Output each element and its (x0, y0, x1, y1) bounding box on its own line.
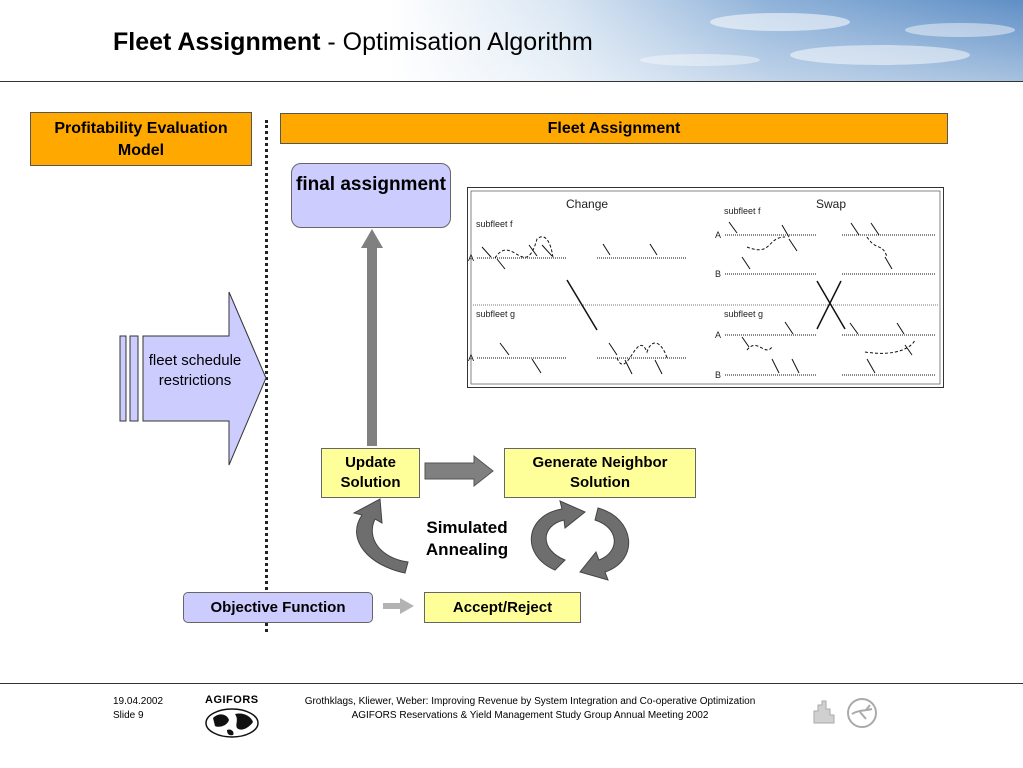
fleet-assignment-label: Fleet Assignment (547, 120, 681, 137)
footer-slide-number: Slide 9 (113, 710, 144, 721)
dotted-separator (265, 120, 268, 632)
sponsor-logo-icon (813, 700, 835, 724)
label-a-swap-f: A (715, 230, 721, 240)
slide-title-bold: Fleet Assignment (113, 28, 321, 56)
globe-logo-icon (205, 708, 259, 738)
label-a-swap-g: A (715, 330, 721, 340)
subfleet-g-label-right: subfleet g (724, 309, 763, 319)
slide-title-rest: - Optimisation Algorithm (320, 28, 593, 56)
update-solution-label: Update Solution (340, 454, 401, 491)
footer-date: 19.04.2002 (113, 696, 164, 707)
footer-citation: Grothklags, Kliewer, Weber: Improving Re… (304, 696, 756, 707)
simulated-annealing-label: Simulated Annealing (425, 518, 509, 559)
final-assignment-box: final assignment (291, 163, 451, 228)
label-a-change-f: A (468, 253, 474, 263)
objective-function-box: Objective Function (183, 592, 373, 623)
up-arrow (361, 229, 383, 446)
fleet-schedule-arrow (119, 291, 267, 466)
cycle-arrow-right-top (530, 500, 586, 571)
footer-divider (0, 683, 1023, 684)
agifors-logo-text: AGIFORS (205, 694, 259, 706)
generate-neighbor-label: Generate Neighbor Solution (532, 454, 668, 491)
right-arrow (424, 454, 494, 488)
footer-meeting: AGIFORS Reservations & Yield Management … (351, 710, 709, 721)
profitability-evaluation-box: Profitability Evaluation Model (30, 112, 252, 166)
slide-title: Fleet Assignment - Optimisation Algorith… (113, 28, 593, 57)
subfleet-g-label-left: subfleet g (476, 309, 515, 319)
fleet-assignment-box: Fleet Assignment (280, 113, 948, 144)
accept-reject-box: Accept/Reject (424, 592, 581, 623)
subfleet-f-label-left: subfleet f (476, 219, 513, 229)
label-b-swap-f: B (715, 269, 721, 279)
accept-reject-label: Accept/Reject (452, 598, 553, 616)
lufthansa-crane-icon (847, 698, 877, 728)
cycle-arrow-left (352, 498, 409, 574)
change-swap-panel: Change Swap subfleet f subfleet f subfle… (467, 187, 944, 388)
subfleet-f-label-right: subfleet f (724, 206, 761, 216)
change-label: Change (566, 197, 608, 211)
final-assignment-label: final assignment (296, 174, 446, 195)
fleet-schedule-label: fleet schedule restrictions (148, 352, 242, 389)
label-a-change-g: A (468, 353, 474, 363)
header-divider (0, 81, 1023, 82)
header-sky-banner (0, 0, 1023, 82)
cycle-arrow-right-bottom (579, 507, 630, 581)
generate-neighbor-box: Generate Neighbor Solution (504, 448, 696, 498)
label-b-swap-g: B (715, 370, 721, 380)
objective-function-label: Objective Function (210, 599, 346, 616)
swap-label: Swap (816, 197, 846, 211)
small-right-arrow (383, 598, 414, 614)
profitability-evaluation-label: Profitability Evaluation Model (54, 120, 228, 159)
update-solution-box: Update Solution (321, 448, 420, 498)
